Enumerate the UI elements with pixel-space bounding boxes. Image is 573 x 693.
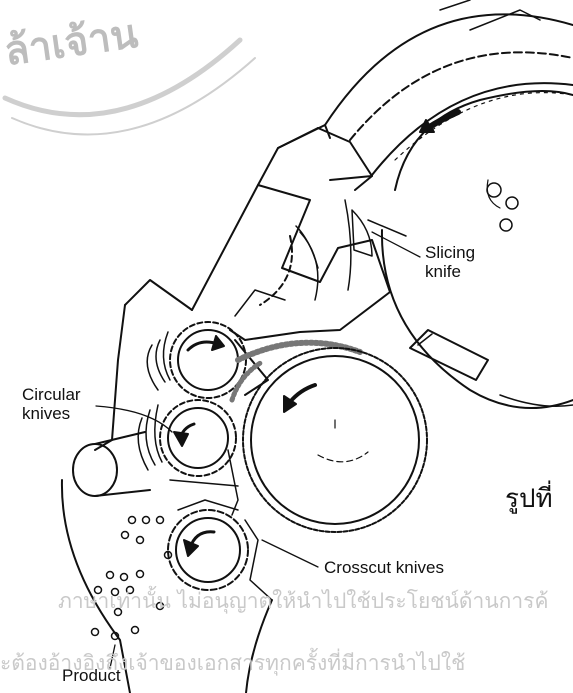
product-chute xyxy=(62,480,272,693)
slicing-drum xyxy=(318,0,573,408)
figure-caption-fragment: รูปที่ xyxy=(505,484,553,514)
watermark-seal xyxy=(5,40,255,134)
label-circular-knives-line2: knives xyxy=(22,404,81,423)
label-slicing-knife: Slicing knife xyxy=(425,243,475,281)
label-circular-knives-line1: Circular xyxy=(22,385,81,404)
label-circular-knives: Circular knives xyxy=(22,385,81,423)
crosscut-knives-gear xyxy=(168,500,272,600)
label-crosscut-knives: Crosscut knives xyxy=(324,558,444,577)
cutting-head-housing xyxy=(95,125,390,450)
label-slicing-knife-line2: knife xyxy=(425,262,475,281)
leader-lines xyxy=(96,232,420,668)
label-slicing-knife-line1: Slicing xyxy=(425,243,475,262)
slicing-knife-blade xyxy=(352,210,406,256)
label-product: Product xyxy=(62,666,121,685)
feed-wheel xyxy=(243,348,427,532)
